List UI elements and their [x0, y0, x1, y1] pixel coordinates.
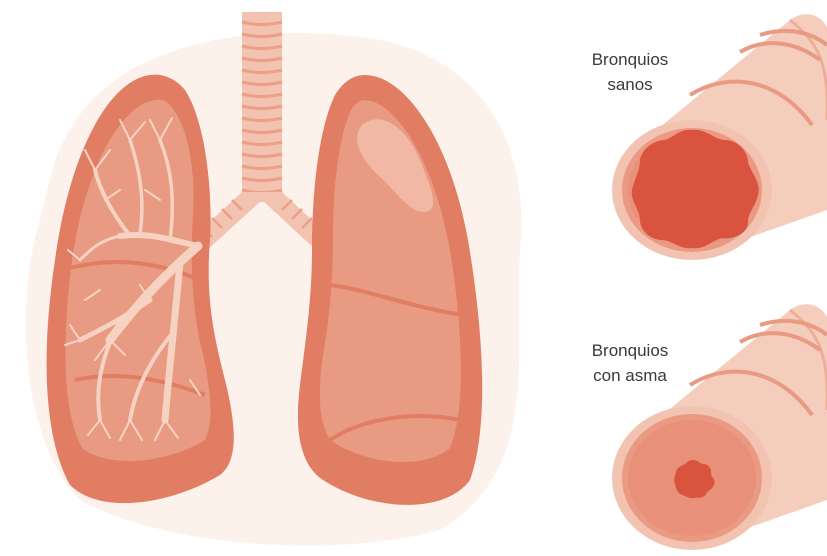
healthy-lumen [632, 130, 759, 249]
asthma-label-line1: Bronquios [570, 338, 690, 363]
asthma-label-line2: con asma [570, 363, 690, 388]
healthy-bronchi-label: Bronquios sanos [570, 47, 690, 97]
healthy-label-line2: sanos [570, 72, 690, 97]
asthma-bronchi-label: Bronquios con asma [570, 338, 690, 388]
healthy-label-line1: Bronquios [570, 47, 690, 72]
